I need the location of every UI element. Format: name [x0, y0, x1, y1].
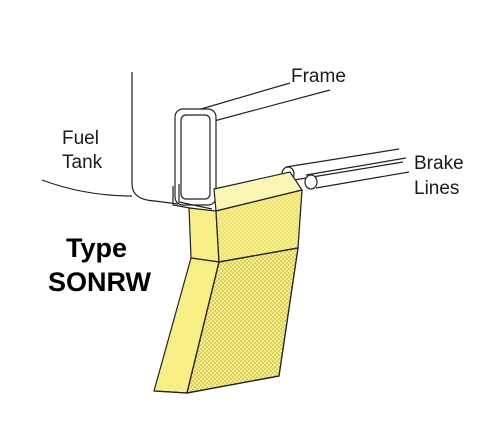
fuel-tank-label-line2: Tank	[62, 152, 103, 173]
brake-lines-label-line1: Brake	[414, 153, 464, 174]
brake-lines	[281, 148, 410, 190]
frame-label: Frame	[291, 66, 346, 87]
brake-lines-label-line2: Lines	[414, 178, 459, 199]
type-label-line2: SONRW	[48, 267, 152, 297]
fuel-tank-label-line1: Fuel	[62, 128, 99, 149]
type-label-line1: Type	[66, 233, 127, 263]
bracket	[153, 171, 303, 394]
fuel-tank	[41, 72, 179, 205]
